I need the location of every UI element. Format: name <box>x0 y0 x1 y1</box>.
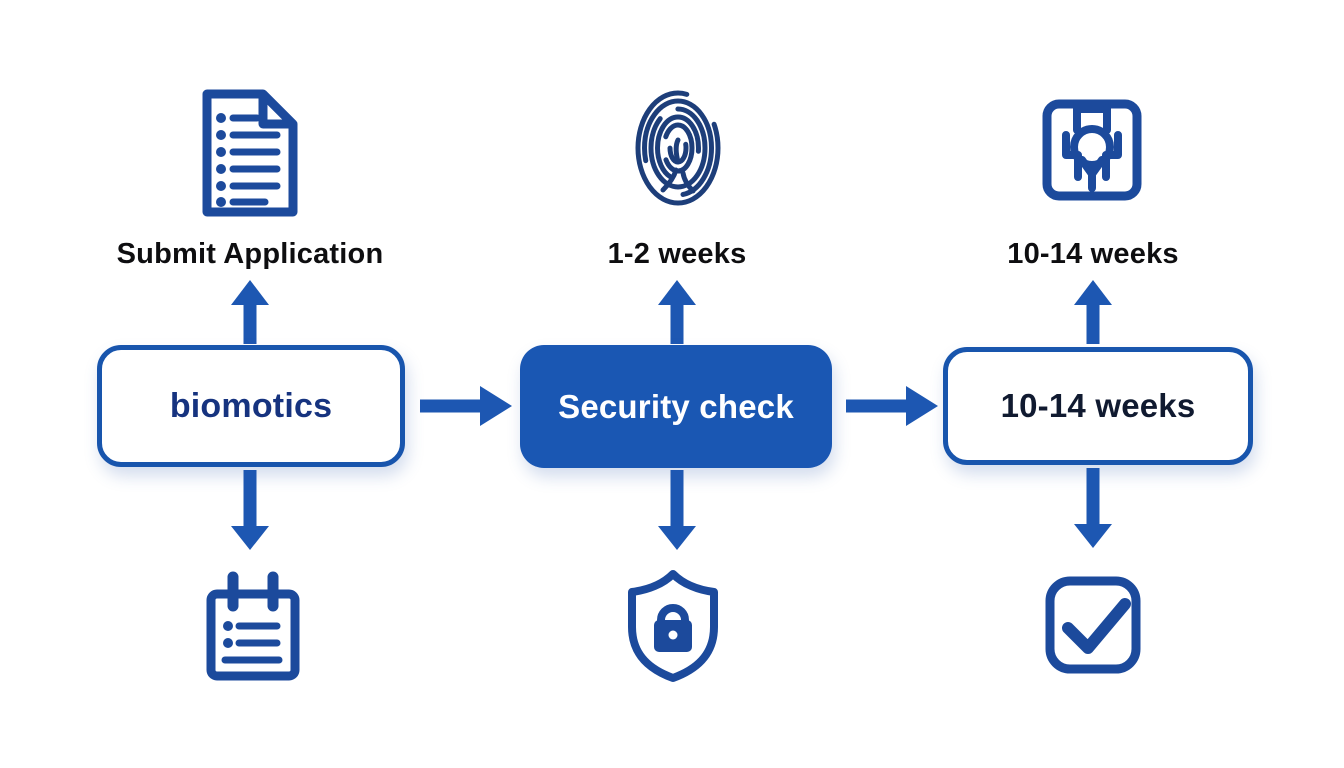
arrow-right-icon <box>420 386 512 426</box>
arrow-up-icon <box>231 280 269 344</box>
node-security-check-label: Security check <box>558 387 794 425</box>
node-biometrics-label: biomotics <box>169 386 333 425</box>
node-decision-wait: 10-14 weeks <box>943 347 1253 465</box>
checkbox-check-icon <box>1041 571 1145 679</box>
arrow-right-icon <box>846 386 938 426</box>
node-decision-wait-label: 10-14 weeks <box>1000 387 1196 424</box>
person-frame-icon <box>1040 97 1144 203</box>
node-security-check: Security check <box>520 345 832 468</box>
notepad-list-icon <box>203 570 303 683</box>
arrow-down-icon <box>658 470 696 550</box>
step2-label: 1-2 weeks <box>607 238 747 270</box>
node-biometrics: biomotics <box>97 345 405 467</box>
arrow-down-icon <box>231 470 269 550</box>
arrow-up-icon <box>1074 280 1112 344</box>
fingerprint-icon <box>633 88 723 214</box>
shield-lock-icon <box>623 567 723 685</box>
step1-label: Submit Application <box>116 238 384 270</box>
step3-label: 10-14 weeks <box>1007 238 1179 270</box>
document-checklist-icon <box>197 86 303 220</box>
arrow-up-icon <box>658 280 696 344</box>
arrow-down-icon <box>1074 468 1112 548</box>
